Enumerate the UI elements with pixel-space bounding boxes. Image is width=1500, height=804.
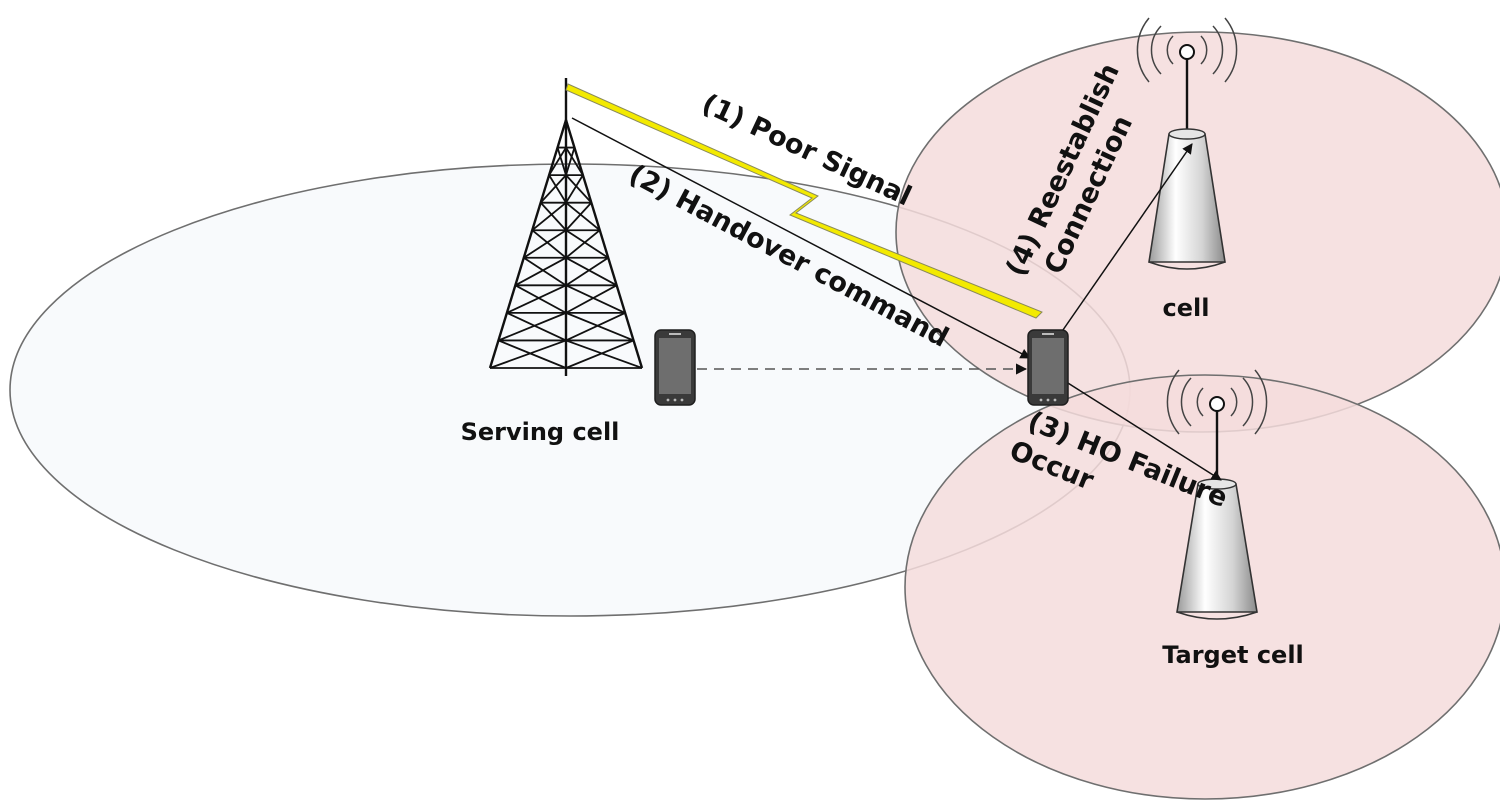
- smartphone-icon: [654, 329, 696, 406]
- base-station-icon: [1166, 369, 1268, 620]
- serving-cell-label: Serving cell: [461, 418, 620, 446]
- poor-signal-link: [565, 83, 1043, 319]
- radio-waves-icon: [1166, 369, 1268, 435]
- target-cell-label: Target cell: [1162, 641, 1304, 669]
- reestablish-cell-label: cell: [1163, 294, 1210, 322]
- radio-waves-icon: [1136, 17, 1238, 83]
- coverage-areas: [9, 31, 1500, 800]
- lattice-tower-icon: [488, 78, 644, 376]
- handover-command-arrow: [571, 117, 1031, 359]
- smartphone-icon: [1027, 329, 1069, 406]
- ho-failure-arrow: [1059, 377, 1222, 481]
- tower-lattice: [489, 119, 643, 369]
- base-station-icon: [1136, 17, 1238, 270]
- reestablish-arrow: [1055, 143, 1193, 341]
